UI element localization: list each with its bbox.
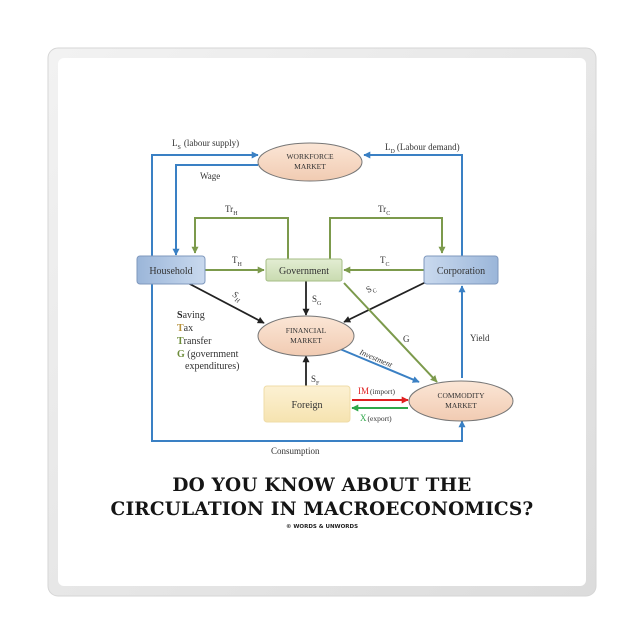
legend-transfer: Transfer bbox=[177, 336, 212, 347]
headline-line-1: DO YOU KNOW ABOUT THE bbox=[172, 475, 472, 496]
investment-arrow bbox=[339, 348, 420, 383]
commodity-market-node: COMMODITY MARKET bbox=[408, 380, 514, 422]
wage-label: Wage bbox=[200, 171, 220, 181]
legend-expenditures: expenditures) bbox=[185, 361, 239, 372]
saving-corporation-label: SC bbox=[364, 282, 378, 298]
headline-line-2: CIRCULATION IN MACROECONOMICS? bbox=[110, 499, 534, 520]
wage-arrow bbox=[172, 164, 258, 256]
household-node: Household bbox=[136, 255, 206, 285]
labour-demand-label: LD(Labour demand) bbox=[385, 142, 460, 155]
transfer-household-label: TrH bbox=[225, 204, 238, 217]
financial-label-1: FINANCIAL bbox=[286, 326, 327, 335]
workforce-market-node: WORKFORCE MARKET bbox=[257, 142, 363, 182]
saving-household-label: SH bbox=[230, 289, 245, 305]
legend: Saving Tax Transfer G (government expend… bbox=[177, 310, 239, 372]
transfer-corporation-arrow bbox=[329, 217, 446, 259]
foreign-node: Foreign bbox=[263, 385, 351, 423]
saving-household-arrow bbox=[185, 281, 265, 324]
workforce-label-2: MARKET bbox=[294, 162, 326, 171]
foreign-label: Foreign bbox=[291, 400, 322, 411]
import-label: IM(import) bbox=[358, 386, 395, 396]
household-label: Household bbox=[149, 266, 192, 277]
government-node: Government bbox=[265, 258, 343, 282]
legend-government-expenditure: G (government bbox=[177, 349, 239, 360]
government-label: Government bbox=[279, 266, 329, 277]
commodity-label-1: COMMODITY bbox=[437, 391, 485, 400]
saving-corporation-arrow bbox=[343, 280, 429, 323]
workforce-label-1: WORKFORCE bbox=[286, 152, 334, 161]
transfer-household-arrow bbox=[191, 217, 289, 259]
financial-market-node: FINANCIAL MARKET bbox=[257, 315, 355, 357]
financial-label-2: MARKET bbox=[290, 336, 322, 345]
tax-household-label: TH bbox=[232, 255, 243, 268]
transfer-corporation-label: TrC bbox=[378, 204, 390, 217]
commodity-label-2: MARKET bbox=[445, 401, 477, 410]
legend-tax: Tax bbox=[177, 323, 193, 334]
corporation-label: Corporation bbox=[437, 266, 485, 277]
export-label: X(export) bbox=[360, 413, 392, 423]
corporation-node: Corporation bbox=[423, 255, 499, 285]
saving-foreign-label: SF bbox=[311, 374, 320, 387]
brand-credit: © WORDS & UNWORDS bbox=[285, 524, 359, 530]
legend-saving: Saving bbox=[177, 310, 205, 321]
tax-corporation-label: TC bbox=[380, 255, 390, 268]
labour-supply-label: LS(labour supply) bbox=[172, 138, 239, 151]
consumption-arrow bbox=[151, 282, 466, 442]
yield-label: Yield bbox=[470, 333, 490, 343]
government-expenditure-arrow bbox=[343, 282, 438, 383]
labour-supply-arrow bbox=[151, 151, 259, 258]
consumption-label: Consumption bbox=[271, 446, 320, 456]
labour-demand-arrow bbox=[363, 151, 463, 256]
expenditure-label: G bbox=[403, 334, 410, 344]
saving-government-label: SG bbox=[312, 294, 322, 307]
headline: DO YOU KNOW ABOUT THE CIRCULATION IN MAC… bbox=[0, 474, 644, 522]
